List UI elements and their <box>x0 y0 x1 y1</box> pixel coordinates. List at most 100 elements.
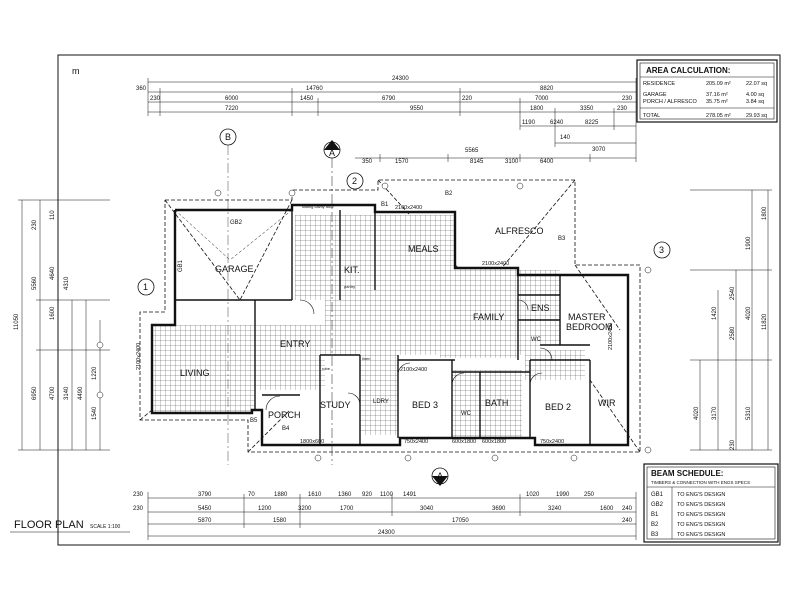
dimension-label: 7000 <box>535 96 549 102</box>
room-label-ensuite: ENS <box>531 303 550 313</box>
window-label: 1800x600 <box>300 439 324 445</box>
dimension-label: 5870 <box>198 518 212 524</box>
dimension-label: 3690 <box>492 506 506 512</box>
dimension-label: 1450 <box>300 96 314 102</box>
right-dimension-strings <box>690 189 772 451</box>
dimension-label: 3140 <box>64 386 70 400</box>
beam-desc: TO ENG'S DESIGN <box>677 522 725 528</box>
room-label-meals: MEALS <box>408 244 439 254</box>
section-marker-a-bottom: A <box>431 467 449 486</box>
dimension-label: 11050 <box>14 313 20 330</box>
dimension-label: 4490 <box>78 386 84 400</box>
room-label-family: FAMILY <box>473 312 504 322</box>
dimension-label: 360 <box>136 86 147 92</box>
dimension-label: 1491 <box>403 492 417 498</box>
window-label: 600x1800 <box>452 439 476 445</box>
beam-schedule-table: BEAM SCHEDULE: TIMBERS & CONNECTION WITH… <box>643 463 779 543</box>
external-walls <box>150 203 630 447</box>
room-label-master-line1: MASTER <box>568 312 606 322</box>
door-swings <box>265 299 553 411</box>
dimension-label: 6790 <box>382 96 396 102</box>
dimension-label: 240 <box>622 518 633 524</box>
dimension-label: 1610 <box>308 492 322 498</box>
beam-code: B1 <box>651 512 659 518</box>
dimension-label: 140 <box>560 135 571 141</box>
dimension-label: 1540 <box>92 406 98 420</box>
beam-code: B2 <box>651 522 659 528</box>
beam-label: B4 <box>282 426 290 432</box>
dimension-label: 3350 <box>580 106 594 112</box>
beam-schedule-title: BEAM SCHEDULE: <box>651 469 723 478</box>
dimension-label: 230 <box>133 492 144 498</box>
beam-code: GB2 <box>651 502 664 508</box>
drawing-scale: SCALE 1:100 <box>90 524 121 530</box>
dimension-label: 1800 <box>530 106 544 112</box>
dimension-label: 8820 <box>540 86 554 92</box>
window-label: 2100x2400 <box>136 343 142 370</box>
dimension-label: 1880 <box>274 492 288 498</box>
section-marker-b: B <box>219 128 237 146</box>
beam-desc: TO ENG'S DESIGN <box>677 492 725 498</box>
garage-roof-lines <box>174 209 293 261</box>
section-marker-a-top: A <box>323 140 341 159</box>
tiled-floor-areas <box>152 215 585 438</box>
dimension-label: 230 <box>622 96 633 102</box>
dimension-label: 920 <box>362 492 373 498</box>
area-row-sq: 22.07 sq <box>746 81 767 87</box>
note-linen: linen <box>362 356 370 361</box>
area-row-m2: 37.16 m² <box>706 92 728 98</box>
dimension-label: 1990 <box>556 492 570 498</box>
grid-marker-3: 3 <box>653 241 671 259</box>
dimension-label: 1700 <box>340 506 354 512</box>
dimension-label: 3100 <box>505 159 519 165</box>
dimension-label: 1220 <box>92 366 98 380</box>
area-row-sq: 29.93 sq <box>746 113 767 119</box>
room-label-wc: WC <box>461 411 472 417</box>
grid-marker-2: 2 <box>346 172 364 190</box>
window-label: 750x2400 <box>404 439 428 445</box>
room-label-bed3: BED 3 <box>412 400 438 410</box>
dimension-label: 110 <box>50 210 56 220</box>
grid-marker-label: 2 <box>352 176 357 186</box>
beam-label: B2 <box>445 191 453 197</box>
dimension-label: 1100 <box>380 492 394 498</box>
dimension-label: 350 <box>362 159 373 165</box>
room-label-living: LIVING <box>180 368 210 378</box>
dimension-label: 3170 <box>712 406 718 420</box>
dimension-label: 3240 <box>548 506 562 512</box>
dimension-label: 6950 <box>32 386 38 400</box>
dimension-label: 2580 <box>730 326 736 340</box>
beam-label: B3 <box>558 236 566 242</box>
beam-code: GB1 <box>651 492 664 498</box>
window-label: 2100x2400 <box>395 205 422 211</box>
dimension-label: 8225 <box>585 120 599 126</box>
section-marker-label: A <box>437 471 443 481</box>
dimension-label: 1420 <box>712 306 718 320</box>
dimension-label: 6240 <box>550 120 564 126</box>
grid-marker-label: 3 <box>659 245 664 255</box>
room-label-wir: WIR <box>598 398 616 408</box>
dimension-label: 1190 <box>522 120 536 126</box>
dimension-label: 6400 <box>540 159 554 165</box>
dimension-label: 7220 <box>225 106 239 112</box>
room-label-entry: ENTRY <box>280 339 310 349</box>
area-row-label: PORCH / ALFRESCO <box>643 99 698 105</box>
dimension-label: 250 <box>584 492 595 498</box>
dimension-label: 4020 <box>694 406 700 420</box>
room-label-bed2: BED 2 <box>545 402 571 412</box>
dimension-label: 3200 <box>298 506 312 512</box>
grid-marker-1: 1 <box>137 278 155 296</box>
room-label-garage: GARAGE <box>215 264 254 274</box>
window-label: 2100x2400 <box>482 261 509 267</box>
dimension-label: 1570 <box>395 159 409 165</box>
dimension-label: 1200 <box>258 506 272 512</box>
window-label: 2100x2400 <box>608 323 614 350</box>
dimension-label: 1900 <box>746 236 752 250</box>
dimension-label: 1360 <box>338 492 352 498</box>
beam-desc: TO ENG'S DESIGN <box>677 532 725 538</box>
area-row-label: RESIDENCE <box>643 81 675 87</box>
room-label-study: STUDY <box>320 400 351 410</box>
room-label-porch: PORCH <box>268 410 301 420</box>
dimension-label: 230 <box>617 106 628 112</box>
